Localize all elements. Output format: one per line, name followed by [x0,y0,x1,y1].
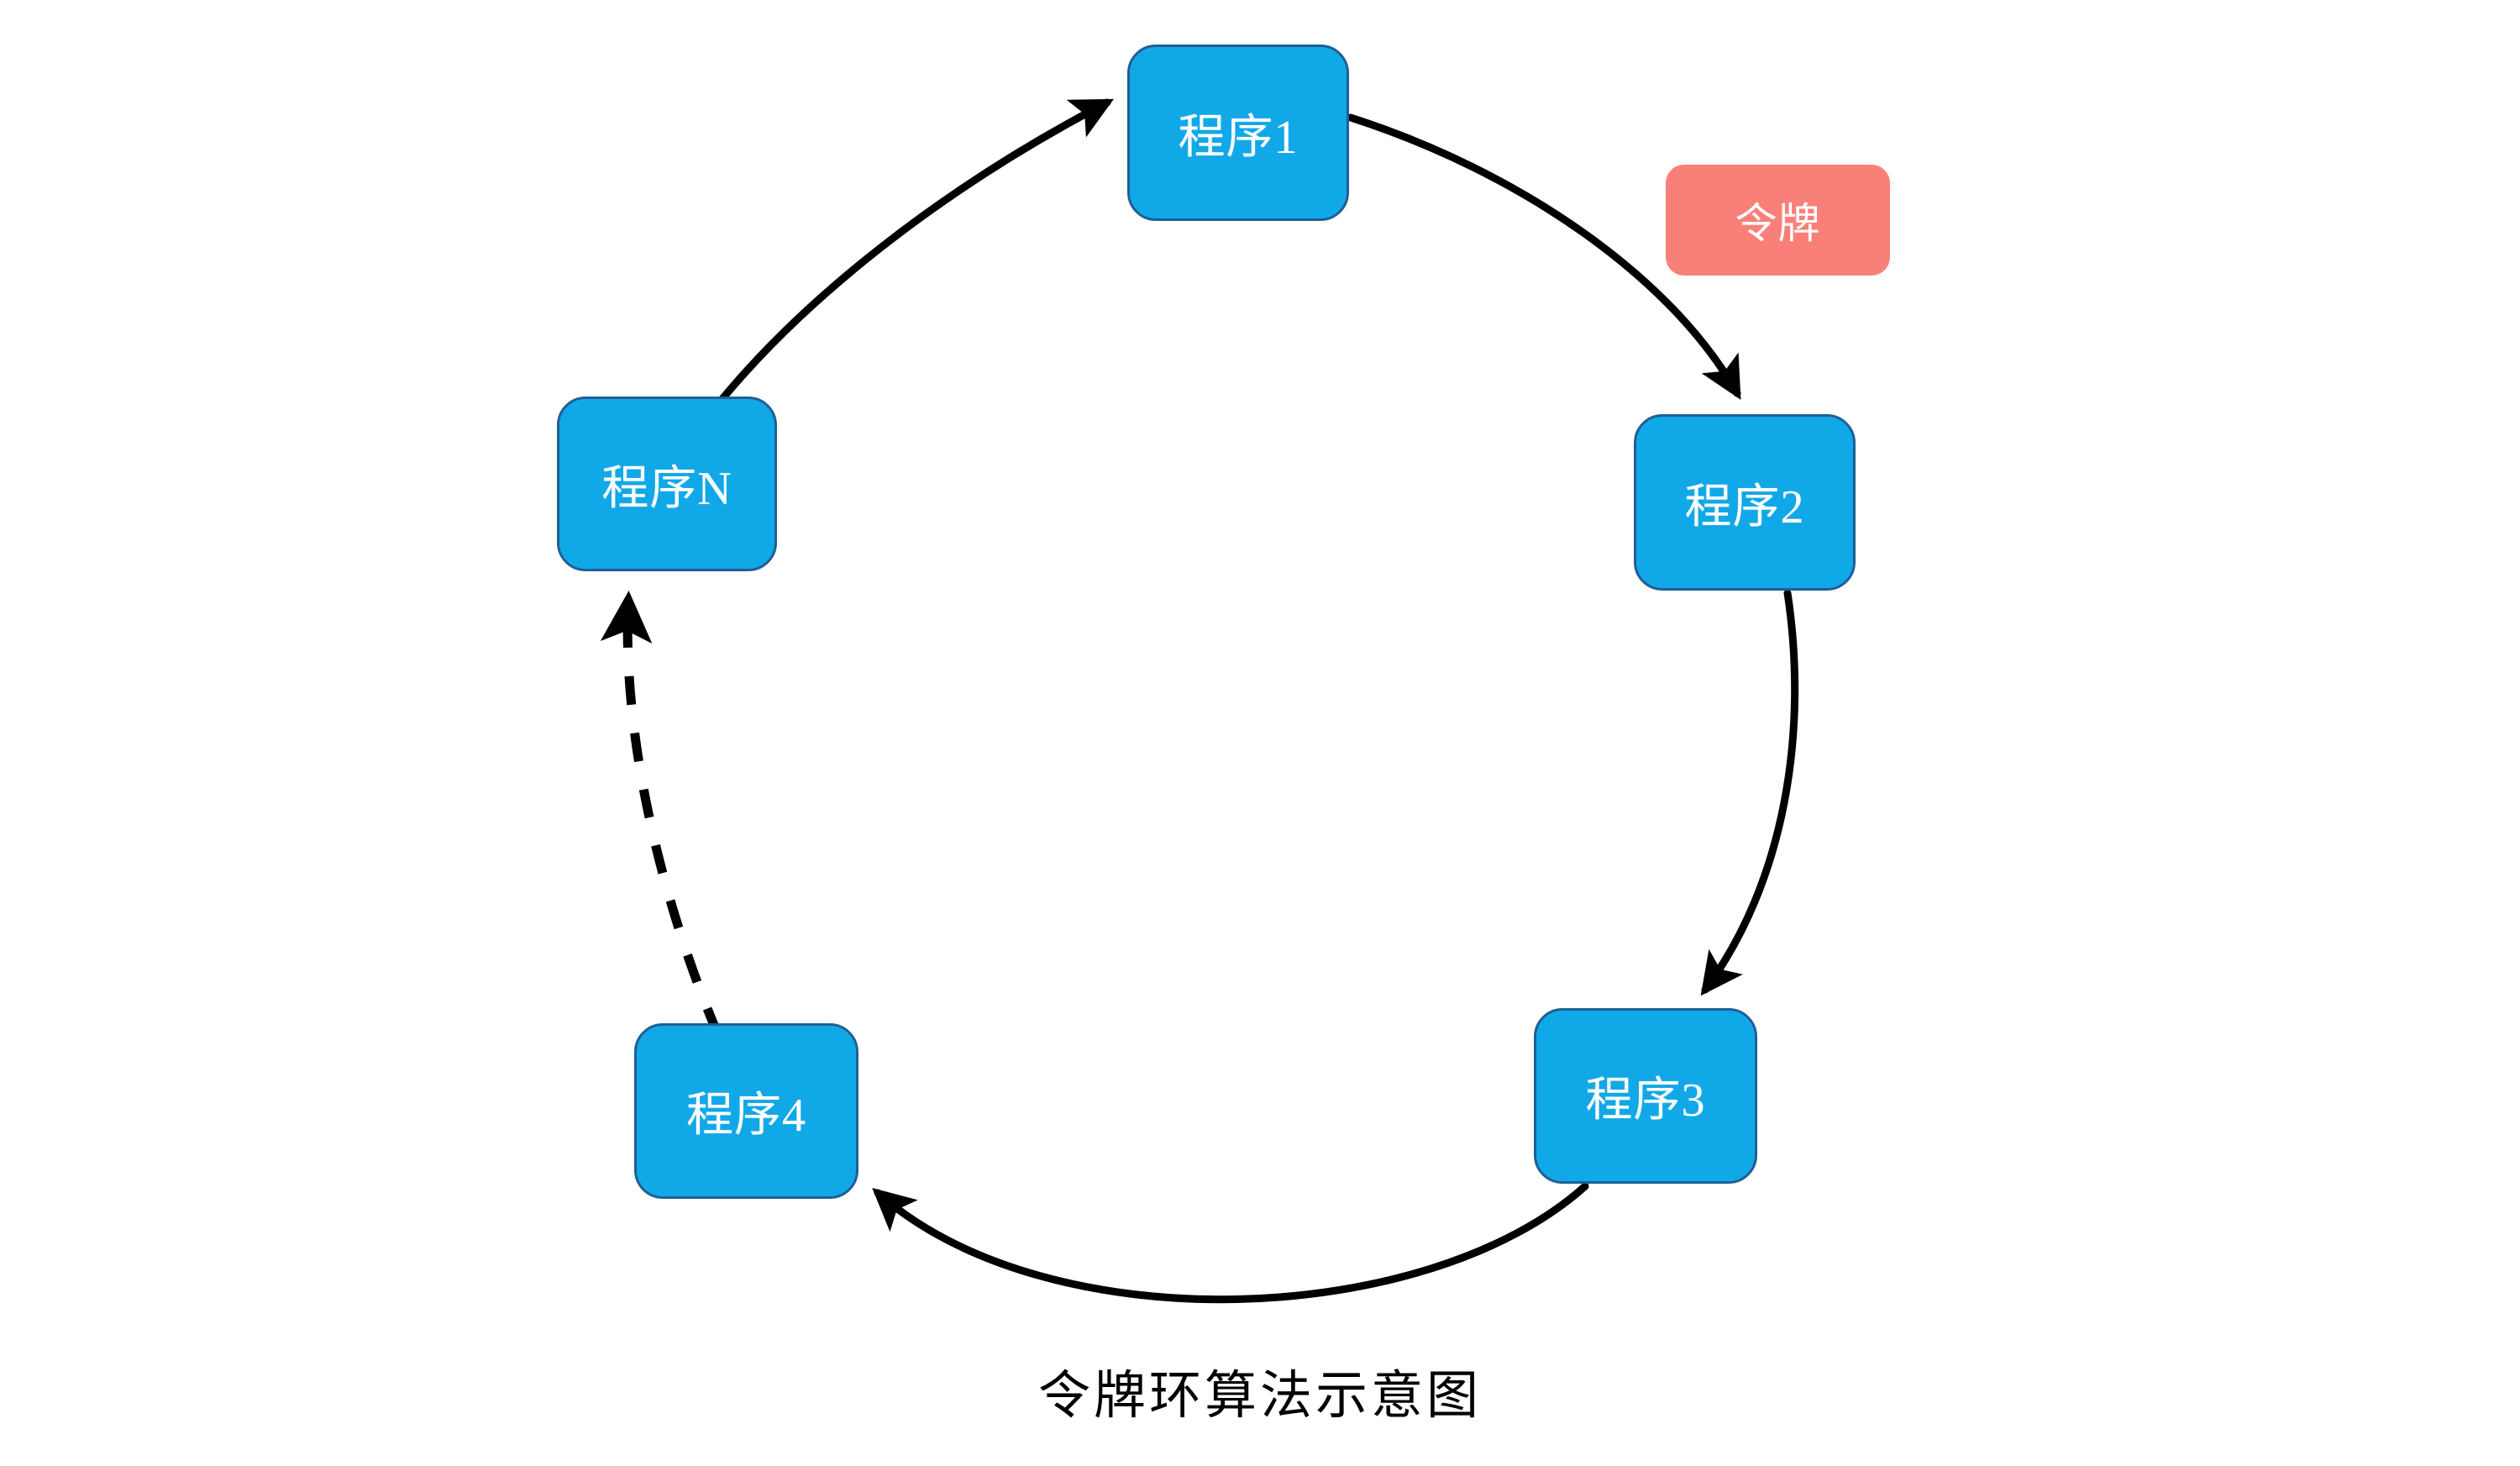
edge-p1-to-p2 [1347,113,1741,400]
edge-pn-to-p1 [706,98,1114,418]
node-program-3[interactable]: 程序3 [1534,1008,1757,1184]
node-program-4[interactable]: 程序4 [634,1023,858,1199]
edge-p2-to-p3 [1700,589,1799,996]
node-label: 程序1 [1178,111,1299,164]
node-label: 程序3 [1585,1075,1706,1127]
node-token[interactable]: 令牌 [1666,165,1890,276]
node-program-n[interactable]: 程序N [557,397,777,571]
node-label: 程序2 [1684,481,1805,533]
diagram-caption: 令牌环算法示意图 [1037,1368,1482,1425]
node-program-2[interactable]: 程序2 [1634,414,1856,591]
edge-p3-to-p4 [872,1182,1589,1304]
node-program-1[interactable]: 程序1 [1127,45,1349,221]
token-label: 令牌 [1735,200,1821,247]
node-label: 程序4 [686,1090,806,1142]
edge-p4-to-pn [600,591,723,1038]
node-label: 程序N [601,462,732,515]
